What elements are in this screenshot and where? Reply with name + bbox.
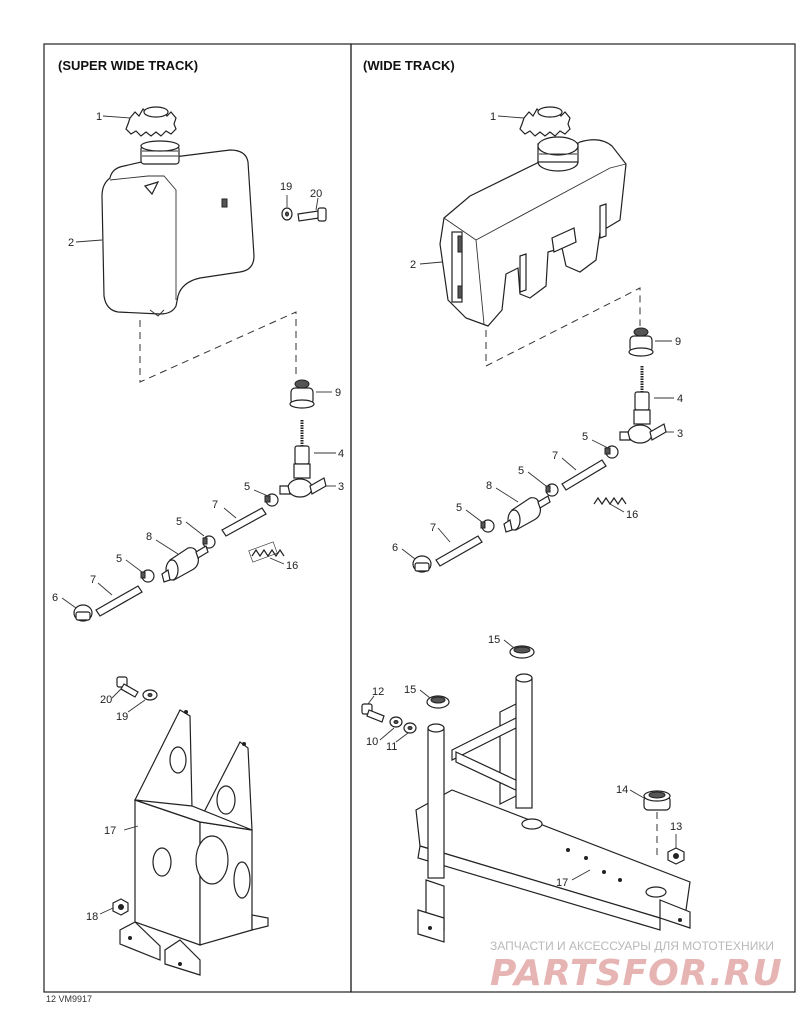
callout-19-bottom-left: 19 (116, 711, 128, 723)
plug-6-right (412, 555, 432, 573)
watermark-logo: PARTSFOR.RU (490, 953, 783, 994)
callout-20-top-left: 20 (310, 188, 322, 200)
grommet-14-right (643, 790, 671, 811)
callout-14-right: 14 (616, 784, 628, 796)
diagram-code: 12 VM9917 (46, 994, 92, 1004)
assembly-line-right (485, 287, 641, 367)
callout-16-right: 16 (626, 509, 638, 521)
tank-cap (125, 106, 177, 137)
callout-5b-right: 5 (518, 465, 524, 477)
callout-2-right: 2 (410, 259, 416, 271)
shutoff-valve-3-left (279, 463, 327, 498)
callout-17-right: 17 (556, 877, 568, 889)
callout-7a-left: 7 (212, 499, 218, 511)
callout-20-bottom-left: 20 (100, 694, 112, 706)
callout-3-right: 3 (677, 428, 683, 440)
callout-17-left: 17 (104, 825, 116, 837)
grommet-9-right (628, 327, 654, 357)
callout-13-right: 13 (670, 821, 682, 833)
grommet-9-left (289, 379, 315, 409)
callout-7b-left: 7 (90, 574, 96, 586)
shutoff-valve-3-right (619, 409, 667, 444)
spring-16-left (248, 541, 285, 563)
callout-15a-right: 15 (488, 634, 500, 646)
callout-5c-right: 5 (456, 502, 462, 514)
watermark-tagline: ЗАПЧАСТИ И АКСЕССУАРЫ ДЛЯ МОТОТЕХНИКИ (490, 939, 774, 953)
callout-2-left: 2 (68, 237, 74, 249)
callout-5a-right: 5 (582, 431, 588, 443)
grommet-15a-right (509, 645, 535, 659)
callout-5a-left: 5 (244, 481, 250, 493)
assembly-line-left (139, 311, 297, 383)
callout-19-top-left: 19 (280, 181, 292, 193)
grommet-15b-right (426, 695, 450, 709)
hose-7b-left (95, 585, 143, 617)
washer-19-bottom-left (142, 689, 158, 701)
washer-11-right (403, 722, 417, 734)
bolt-20-bottom-left (116, 676, 139, 698)
callout-1-right: 1 (490, 111, 496, 123)
callout-18-left: 18 (86, 911, 98, 923)
callout-5c-left: 5 (116, 553, 122, 565)
left-panel-title: (SUPER WIDE TRACK) (58, 58, 198, 73)
callout-16-left: 16 (286, 560, 298, 572)
callout-4-right: 4 (677, 393, 683, 405)
screw-20-top-left (297, 207, 327, 222)
callout-6-right: 6 (392, 542, 398, 554)
callout-1-left: 1 (96, 111, 102, 123)
clamp-5c-left (140, 569, 155, 583)
clamp-5c-right (480, 519, 495, 533)
bolt-12-right (361, 703, 385, 723)
callout-9-left: 9 (335, 387, 341, 399)
tank-cap-right (519, 106, 571, 137)
callout-6-left: 6 (52, 592, 58, 604)
callout-12-right: 12 (372, 686, 384, 698)
tank-support-17-right (415, 673, 691, 943)
clamp-5a-right (604, 445, 619, 459)
oil-tank-super-wide (101, 140, 255, 317)
callout-7a-right: 7 (552, 450, 558, 462)
callout-3-left: 3 (338, 481, 344, 493)
callout-11-right: 11 (386, 741, 397, 753)
fuel-filter-8-right (503, 495, 551, 533)
right-panel-title: (WIDE TRACK) (363, 58, 455, 73)
tank-support-17-left (119, 709, 269, 976)
spring-16-right (593, 496, 627, 506)
washer-10-right (389, 716, 403, 728)
fitting-4-left (294, 420, 310, 465)
callout-8-right: 8 (486, 480, 492, 492)
callout-5b-left: 5 (176, 516, 182, 528)
hose-7b-right (435, 535, 483, 567)
hose-7a-right (561, 459, 607, 491)
callout-4-left: 4 (338, 448, 344, 460)
fitting-4-right (634, 366, 650, 411)
callout-7b-right: 7 (430, 522, 436, 534)
oil-tank-wide (439, 136, 627, 327)
callout-8-left: 8 (146, 531, 152, 543)
clamp-5b-left (202, 535, 216, 549)
nut-13-right (667, 847, 685, 865)
callout-9-right: 9 (675, 336, 681, 348)
nut-18-left (112, 898, 129, 916)
plug-6-left (73, 604, 93, 622)
fuel-filter-8-left (161, 545, 209, 583)
callout-10-right: 10 (366, 736, 378, 748)
washer-19-top-left (281, 207, 293, 221)
clamp-5b-right (545, 483, 559, 497)
hose-7a-left (221, 507, 267, 537)
right-panel-frame (350, 43, 796, 993)
callout-15b-right: 15 (404, 684, 416, 696)
